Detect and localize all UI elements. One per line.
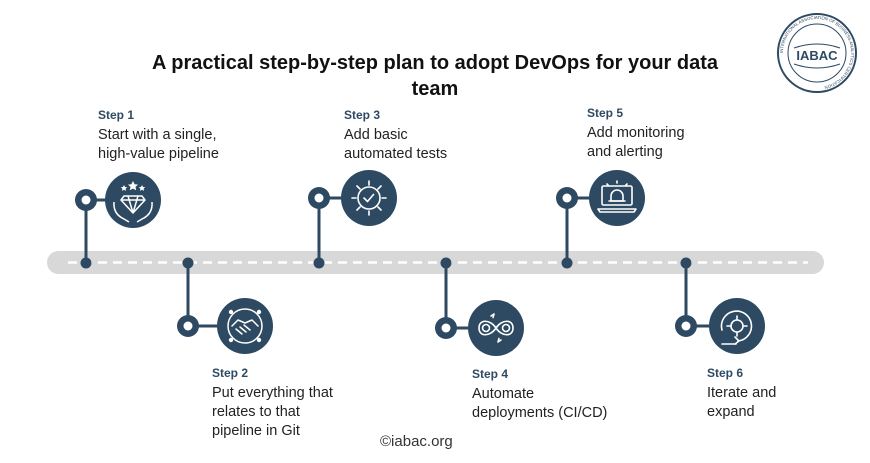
- step-1-label: Step 1: [98, 108, 135, 122]
- step-4-label: Step 4: [472, 367, 509, 381]
- step-3-label: Step 3: [344, 108, 381, 122]
- cycle-gear-icon: [709, 298, 765, 354]
- diamond-hands-icon: [105, 172, 161, 228]
- step-6-label: Step 6: [707, 366, 744, 380]
- handshake-icon: [217, 298, 273, 354]
- step-2-label: Step 2: [212, 366, 249, 380]
- iabac-logo: INTERNATIONAL ASSOCIATION OF BUSINESS AN…: [777, 13, 857, 93]
- step-5-label: Step 5: [587, 106, 624, 120]
- copyright-footer: ©iabac.org: [380, 433, 453, 450]
- gear-check-icon: [341, 170, 397, 226]
- step-1-text: Start with a single,high-value pipeline: [98, 127, 219, 162]
- page-title: A practical step-by-step plan to adopt D…: [151, 52, 718, 100]
- laptop-alarm-icon: [589, 170, 645, 226]
- svg-text:IABAC: IABAC: [796, 48, 838, 63]
- infinity-gear-icon: [468, 300, 524, 356]
